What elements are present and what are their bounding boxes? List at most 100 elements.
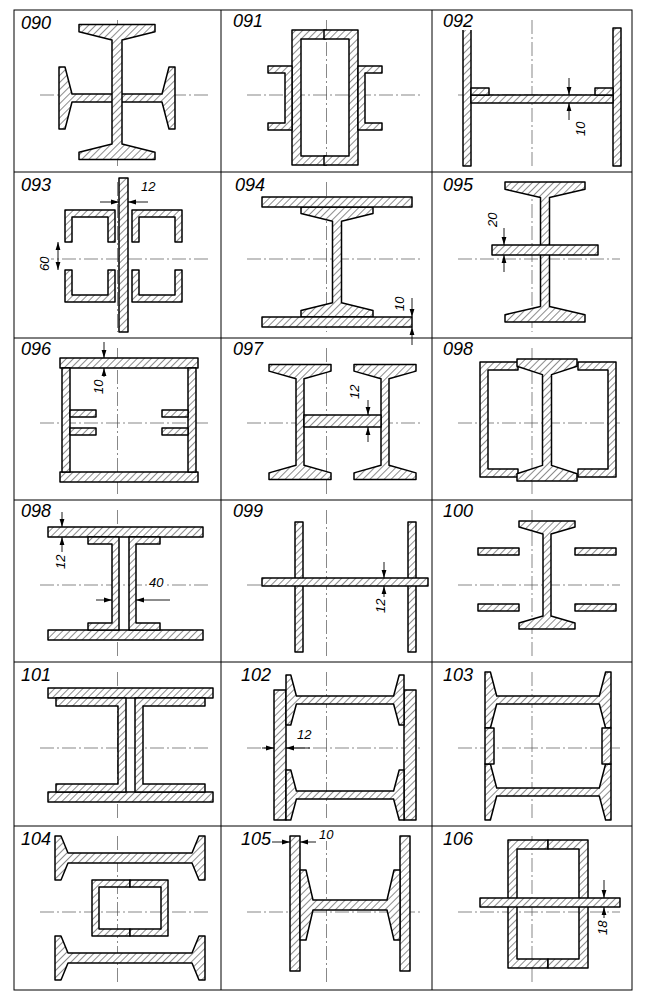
dimension-line bbox=[58, 242, 59, 270]
steel-section bbox=[48, 792, 213, 802]
center-line bbox=[458, 585, 620, 586]
steel-section bbox=[268, 66, 292, 130]
steel-section bbox=[55, 936, 205, 980]
dimension-line bbox=[504, 255, 505, 272]
dimension-line bbox=[286, 748, 310, 749]
steel-section bbox=[132, 270, 182, 302]
steel-section bbox=[471, 88, 489, 95]
steel-section bbox=[286, 770, 404, 820]
steel-section bbox=[88, 537, 119, 630]
dimension-value: 10 bbox=[393, 296, 406, 312]
center-line bbox=[532, 20, 533, 166]
dimension-line bbox=[262, 748, 274, 749]
dimension-line bbox=[504, 228, 505, 245]
steel-section bbox=[578, 362, 616, 477]
steel-section bbox=[262, 317, 412, 327]
steel-section bbox=[485, 728, 494, 764]
cell-number: 097 bbox=[232, 340, 264, 358]
steel-section bbox=[613, 28, 621, 166]
dimension-value: 12 bbox=[374, 598, 387, 614]
steel-section bbox=[290, 836, 300, 971]
steel-section bbox=[300, 870, 400, 940]
center-line bbox=[458, 259, 620, 260]
steel-section bbox=[595, 88, 613, 95]
cell-number: 094 bbox=[234, 176, 266, 194]
cell-number: 092 bbox=[442, 12, 474, 30]
steel-section bbox=[404, 690, 416, 820]
dimension-value: 12 bbox=[54, 554, 67, 570]
steel-section bbox=[132, 210, 182, 242]
steel-section bbox=[70, 428, 96, 435]
steel-section bbox=[55, 836, 205, 880]
steel-section bbox=[48, 688, 213, 698]
steel-section bbox=[602, 728, 611, 764]
dimension-line bbox=[368, 400, 369, 415]
dimension-value: 12 bbox=[140, 180, 156, 193]
cell-number: 104 bbox=[20, 830, 52, 848]
cell-number: 098 bbox=[20, 502, 52, 520]
center-line bbox=[458, 912, 620, 913]
dimension-value: 20 bbox=[486, 212, 499, 228]
steel-section bbox=[119, 178, 128, 332]
steel-section bbox=[286, 675, 404, 725]
steel-section bbox=[575, 548, 616, 555]
dimension-value: 10 bbox=[92, 379, 105, 395]
steel-section bbox=[485, 764, 611, 820]
dimension-value: 10 bbox=[318, 828, 334, 841]
table-grid bbox=[14, 10, 632, 990]
steel-section bbox=[56, 698, 126, 792]
steel-section bbox=[478, 604, 519, 611]
steel-section bbox=[295, 522, 303, 652]
steel-section bbox=[60, 358, 198, 368]
cell-number: 090 bbox=[20, 14, 52, 32]
steel-section bbox=[480, 898, 620, 907]
steel-section bbox=[480, 362, 518, 477]
cell-number: 098 bbox=[442, 340, 474, 358]
steel-section bbox=[358, 66, 382, 130]
center-line bbox=[40, 912, 209, 913]
steel-section bbox=[48, 527, 203, 537]
dimension-line bbox=[569, 78, 570, 95]
cell-number: 101 bbox=[20, 666, 52, 684]
dimension-value: 10 bbox=[574, 121, 587, 137]
center-line bbox=[532, 510, 533, 656]
dimension-line bbox=[300, 842, 316, 843]
center-line bbox=[458, 748, 620, 749]
steel-section bbox=[519, 521, 575, 629]
dimension-line bbox=[100, 202, 119, 203]
cell-number: 106 bbox=[442, 830, 474, 848]
center-line bbox=[247, 748, 420, 749]
dimension-value: 18 bbox=[596, 920, 609, 936]
dimension-line bbox=[272, 842, 290, 843]
cell-number: 096 bbox=[20, 340, 52, 358]
dimension-line bbox=[104, 342, 105, 358]
center-line bbox=[40, 585, 209, 586]
center-line bbox=[532, 672, 533, 820]
steel-section bbox=[70, 410, 96, 417]
steel-section bbox=[575, 604, 616, 611]
cell-number: 103 bbox=[442, 666, 474, 684]
steel-section bbox=[274, 690, 286, 820]
cell-number: 102 bbox=[240, 666, 272, 684]
steel-section bbox=[60, 472, 198, 482]
dimension-line bbox=[96, 600, 112, 601]
steel-section bbox=[48, 630, 203, 640]
steel-section bbox=[65, 210, 115, 242]
dimension-value: 60 bbox=[38, 256, 51, 272]
steel-section bbox=[485, 672, 611, 728]
steel-section bbox=[162, 410, 188, 417]
dimension-line bbox=[384, 562, 385, 578]
dimension-line bbox=[62, 537, 63, 552]
center-line bbox=[326, 20, 327, 166]
steel-section bbox=[162, 428, 188, 435]
dimension-line bbox=[136, 600, 170, 601]
dimension-line bbox=[412, 298, 413, 317]
center-line bbox=[117, 182, 118, 332]
cell-number: 093 bbox=[20, 176, 52, 194]
steel-section bbox=[478, 548, 519, 555]
steel-section bbox=[79, 25, 155, 160]
dimension-line bbox=[104, 368, 105, 377]
dimension-line bbox=[368, 427, 369, 442]
